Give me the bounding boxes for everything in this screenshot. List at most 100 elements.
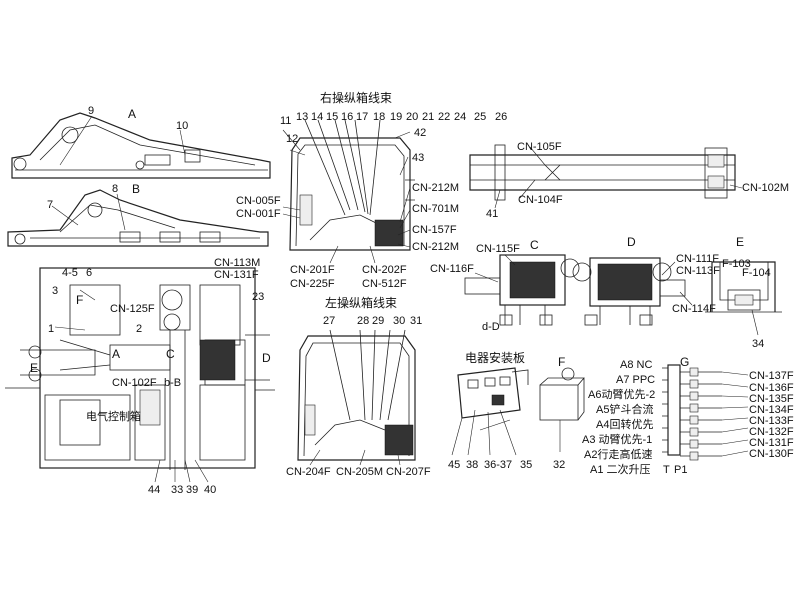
part-number-33: 33 — [171, 484, 183, 496]
section-e-drawing — [705, 261, 782, 336]
part-number-45: 45 — [448, 459, 460, 471]
section-label-b-b: b-B — [164, 377, 181, 389]
section-label-a-small: A — [112, 347, 120, 361]
connector-cn-111f: CN-111F — [676, 253, 719, 265]
connector-f-104: F-104 — [742, 267, 771, 279]
part-number-17: 17 — [356, 111, 368, 123]
part-number-41: 41 — [486, 208, 498, 220]
part-number-19: 19 — [390, 111, 402, 123]
part-number-14: 14 — [311, 111, 323, 123]
connector-cn-001f: CN-001F — [236, 208, 281, 220]
left-control-box-drawing — [297, 329, 416, 461]
section-label-d-small: D — [262, 351, 271, 365]
section-label-e: E — [736, 235, 744, 249]
connector-cn-113f: CN-113F — [676, 265, 720, 277]
connector-cn-102f: CN-102F — [112, 377, 157, 389]
part-number-8: 8 — [112, 183, 118, 195]
connector-cn-104f: CN-104F — [518, 194, 563, 206]
valve-label-a8: A8 NC — [620, 359, 652, 371]
title-right-control-box: 右操纵箱线束 — [320, 90, 392, 105]
connector-f-103: F-103 — [722, 258, 751, 270]
part-number-1: 1 — [48, 323, 54, 335]
connector-cn-157f: CN-157F — [412, 224, 457, 236]
connector-cn-212m-bottom: CN-212M — [412, 241, 459, 253]
connector-cn-134f: CN-134F — [749, 404, 794, 416]
part-number-35: 35 — [520, 459, 532, 471]
section-g-drawing — [662, 364, 749, 461]
connector-cn-202f: CN-202F — [362, 264, 407, 276]
connector-cn-130f: CN-130F — [749, 448, 794, 460]
section-label-a: A — [128, 107, 136, 121]
connector-cn-207f: CN-207F — [386, 466, 431, 478]
part-number-18: 18 — [373, 111, 385, 123]
electric-board-drawing — [451, 367, 529, 456]
connector-cn-137f: CN-137F — [749, 370, 794, 382]
part-number-44: 44 — [148, 484, 160, 496]
part-number-7: 7 — [47, 199, 53, 211]
connector-cn-135f: CN-135F — [749, 393, 794, 405]
part-number-16: 16 — [341, 111, 353, 123]
section-label-d-d: d-D — [482, 321, 500, 333]
title-electric-board: 电器安装板 — [465, 350, 525, 365]
part-number-26: 26 — [495, 111, 507, 123]
part-number-15: 15 — [326, 111, 338, 123]
chassis-drawing — [469, 144, 743, 209]
part-number-20: 20 — [406, 111, 418, 123]
connector-cn-225f: CN-225F — [290, 278, 335, 290]
electric-control-box-label: 电气控制箱 — [86, 409, 141, 423]
section-label-f: F — [558, 355, 565, 369]
part-number-3: 3 — [52, 285, 58, 297]
part-number-36-37: 36-37 — [484, 459, 512, 471]
section-label-c: C — [530, 238, 539, 252]
part-number-31: 31 — [410, 315, 422, 327]
part-number-21: 21 — [422, 111, 434, 123]
valve-label-a1: A1 二次升压 — [590, 462, 651, 476]
connector-cn-131f: CN-131F — [749, 437, 794, 449]
connector-cn-102m: CN-102M — [742, 182, 789, 194]
connector-cn-212m-top: CN-212M — [412, 182, 459, 194]
section-label-e-small: E — [30, 361, 38, 375]
right-control-box-drawing — [282, 119, 415, 251]
part-number-25: 25 — [474, 111, 486, 123]
part-number-39: 39 — [186, 484, 198, 496]
connector-cn-113m: CN-113M — [214, 257, 260, 269]
part-number-28: 28 — [357, 315, 369, 327]
part-number-11: 11 — [280, 115, 291, 127]
part-number-29: 29 — [372, 315, 384, 327]
connector-cn-205m: CN-205M — [336, 466, 383, 478]
part-number-4-5: 4-5 — [62, 267, 78, 279]
connector-cn-136f: CN-136F — [749, 382, 794, 394]
valve-label-a5: A5铲斗合流 — [596, 402, 653, 416]
connector-cn-204f: CN-204F — [286, 466, 331, 478]
section-label-g: G — [680, 355, 689, 369]
connector-cn-512f: CN-512F — [362, 278, 407, 290]
valve-label-a6: A6动臂优先-2 — [588, 388, 655, 401]
boom-a-drawing — [11, 112, 271, 179]
connector-cn-125f: CN-125F — [110, 303, 155, 315]
section-label-b: B — [132, 182, 140, 196]
part-number-2: 2 — [136, 323, 142, 335]
part-number-27: 27 — [323, 315, 335, 327]
valve-label-a3: A3 动臂优先-1 — [582, 433, 652, 446]
connector-cn-132f: CN-132F — [749, 426, 794, 438]
part-number-22: 22 — [438, 111, 450, 123]
upper-structure-drawing — [5, 267, 275, 470]
title-left-control-box: 左操纵箱线束 — [325, 295, 397, 310]
section-label-f-small: F — [76, 293, 83, 307]
part-number-6: 6 — [86, 267, 92, 279]
part-number-12: 12 — [286, 133, 298, 145]
connector-cn-116f: CN-116F — [430, 263, 474, 275]
section-label-d: D — [627, 235, 636, 249]
valve-label-a2: A2行走高低速 — [584, 447, 652, 461]
engine-d-drawing — [572, 257, 686, 326]
part-number-10: 10 — [176, 120, 188, 132]
part-number-40: 40 — [204, 484, 216, 496]
part-number-30: 30 — [393, 315, 405, 327]
connector-cn-201f: CN-201F — [290, 264, 335, 276]
arm-b-drawing — [7, 189, 269, 247]
part-number-42: 42 — [414, 127, 426, 139]
part-number-9: 9 — [88, 105, 94, 117]
part-number-13: 13 — [296, 111, 308, 123]
part-number-43: 43 — [412, 152, 424, 164]
